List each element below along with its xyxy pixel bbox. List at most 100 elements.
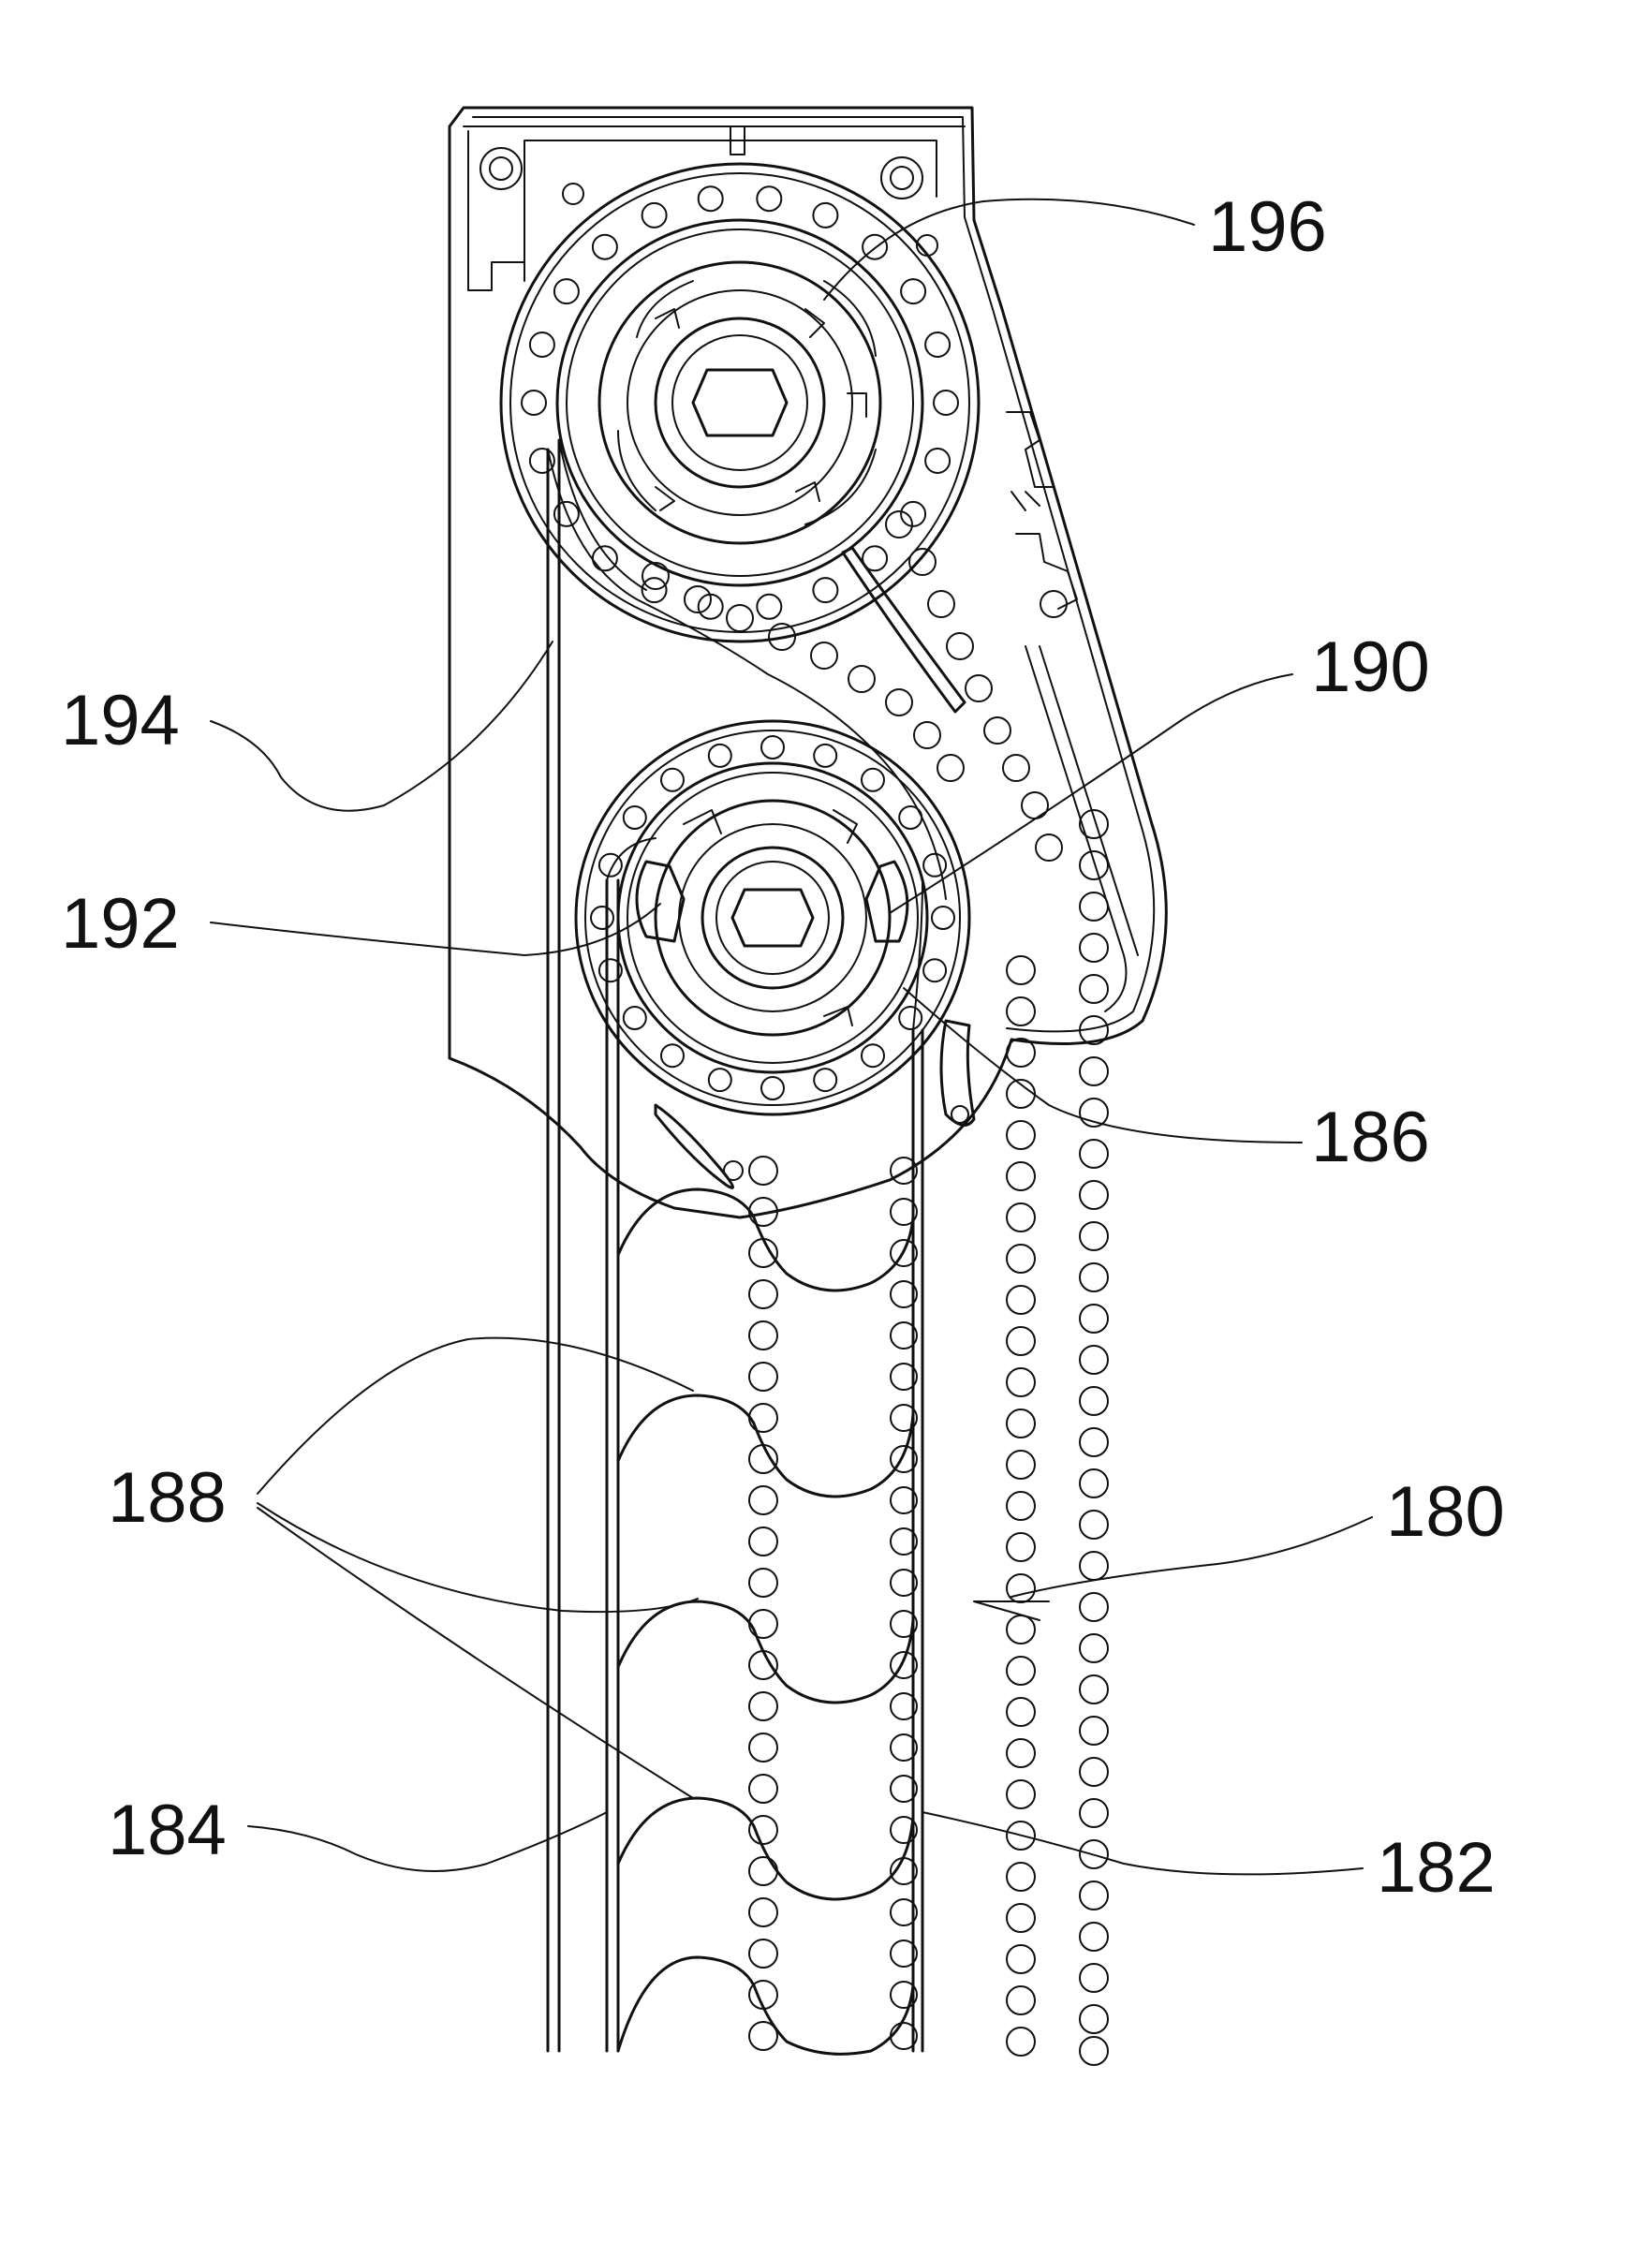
- bead: [1080, 1057, 1108, 1085]
- bead: [1007, 1780, 1035, 1808]
- bead: [1080, 1634, 1108, 1662]
- bead: [749, 1445, 777, 1473]
- bead: [1080, 851, 1108, 879]
- bead: [886, 689, 912, 715]
- bead: [749, 1157, 777, 1185]
- bead: [1007, 1368, 1035, 1396]
- bead: [749, 1404, 777, 1432]
- bead: [947, 633, 973, 659]
- bead: [749, 1569, 777, 1597]
- bead: [1007, 1533, 1035, 1561]
- bead: [749, 1280, 777, 1308]
- label-194: 194: [61, 681, 180, 760]
- bead: [749, 1775, 777, 1803]
- bead: [749, 1940, 777, 1968]
- bead: [1080, 1923, 1108, 1951]
- bead: [814, 745, 836, 767]
- bead: [1007, 1203, 1035, 1232]
- bead: [909, 549, 936, 575]
- bead: [1080, 1511, 1108, 1539]
- bead: [813, 203, 837, 228]
- bead: [624, 1007, 646, 1029]
- bead: [923, 854, 946, 877]
- bead: [1080, 1881, 1108, 1910]
- bead: [1007, 1286, 1035, 1314]
- bead: [1007, 1863, 1035, 1891]
- bead: [1007, 1245, 1035, 1273]
- bead: [966, 675, 992, 701]
- bead: [862, 769, 884, 791]
- label-188: 188: [108, 1458, 227, 1538]
- bead: [1080, 1222, 1108, 1250]
- bead: [848, 666, 875, 692]
- bead: [709, 745, 731, 767]
- bead: [932, 907, 954, 929]
- bead: [1080, 1469, 1108, 1497]
- bead: [814, 1069, 836, 1091]
- bead: [699, 186, 723, 211]
- label-182: 182: [1377, 1828, 1496, 1908]
- bead: [1080, 1140, 1108, 1168]
- label-180: 180: [1386, 1472, 1505, 1552]
- bead: [1080, 1387, 1108, 1415]
- bead: [1080, 975, 1108, 1003]
- bead: [1080, 1552, 1108, 1580]
- bead: [749, 1239, 777, 1267]
- bead: [530, 332, 554, 357]
- bead: [1080, 2005, 1108, 2033]
- bead: [554, 279, 579, 303]
- bead: [709, 1069, 731, 1091]
- bead: [661, 769, 684, 791]
- bead: [749, 1651, 777, 1679]
- bead: [1007, 1039, 1035, 1067]
- bead: [757, 595, 781, 619]
- bead: [901, 279, 925, 303]
- bead: [749, 1363, 777, 1391]
- bead: [593, 235, 617, 259]
- bead: [1007, 997, 1035, 1025]
- bead: [749, 1486, 777, 1514]
- bead: [1080, 1717, 1108, 1745]
- bead: [1007, 1657, 1035, 1685]
- bead: [934, 391, 958, 415]
- bead: [1080, 1675, 1108, 1704]
- label-192: 192: [61, 884, 180, 964]
- lower-spool: [576, 721, 969, 1114]
- housing: [450, 108, 1166, 1217]
- bead: [642, 563, 669, 589]
- bead: [1080, 2037, 1108, 2065]
- bead: [928, 591, 954, 617]
- bead: [925, 449, 950, 473]
- bead: [661, 1044, 684, 1067]
- bead: [901, 502, 925, 526]
- bead: [593, 546, 617, 570]
- bead: [1022, 792, 1048, 819]
- bead: [624, 806, 646, 829]
- bead: [1003, 755, 1029, 781]
- bead: [1007, 1615, 1035, 1644]
- bead: [937, 755, 964, 781]
- bead: [1080, 1428, 1108, 1456]
- bead: [1007, 1574, 1035, 1602]
- bead: [1080, 1263, 1108, 1291]
- bead: [1007, 1945, 1035, 1973]
- bead: [813, 578, 837, 602]
- bead: [757, 186, 781, 211]
- label-190: 190: [1311, 627, 1430, 707]
- bead: [1080, 1758, 1108, 1786]
- bead: [522, 391, 546, 415]
- bead: [1080, 1964, 1108, 1992]
- bead: [914, 722, 940, 748]
- bead: [749, 1321, 777, 1350]
- upper-spool: [501, 164, 979, 642]
- bead: [749, 1692, 777, 1720]
- bead: [862, 1044, 884, 1067]
- bead: [1080, 1799, 1108, 1827]
- bead: [1036, 834, 1062, 861]
- bead: [761, 736, 784, 759]
- bead: [761, 1077, 784, 1099]
- bead: [1007, 1739, 1035, 1767]
- reference-labels: 196 190 194 192 186 188 180 184 182: [61, 187, 1505, 1908]
- bead: [1007, 1162, 1035, 1190]
- bead: [1007, 1698, 1035, 1726]
